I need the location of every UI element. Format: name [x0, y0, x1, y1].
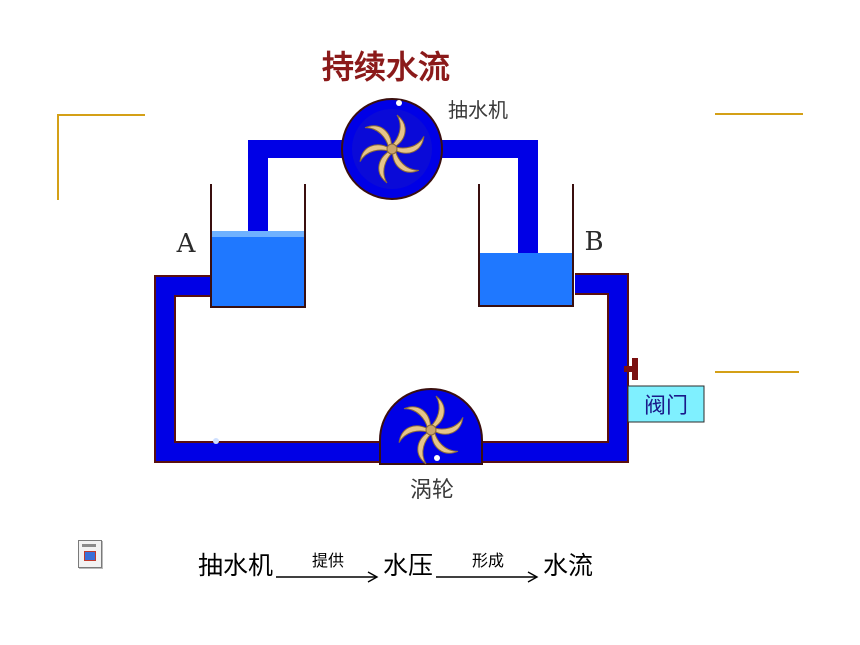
formula-arrow-form-label: 形成 [472, 551, 505, 570]
arrow-right-icon [276, 571, 379, 583]
tank-b-label: B [584, 227, 603, 257]
decor-line-top-right [715, 113, 803, 115]
formula-arrow-provide-label: 提供 [312, 551, 345, 570]
valve-label-box: 阀门 [627, 385, 705, 423]
formula-term-pressure: 水压 [383, 551, 434, 580]
turbine [379, 388, 483, 465]
pump-fan-icon [355, 114, 429, 184]
formula-term-pump: 抽水机 [198, 551, 274, 580]
decor-line-mid-right [715, 371, 799, 373]
arrow-right-icon [436, 571, 539, 583]
pump-label: 抽水机 [448, 98, 508, 122]
tank-a-label: A [176, 229, 197, 259]
valve-label: 阀门 [644, 394, 688, 419]
formula-term-flow: 水流 [543, 551, 594, 580]
turbine-label: 涡轮 [410, 478, 454, 503]
diagram-title: 持续水流 [322, 48, 450, 86]
decor-line-top-left-h [57, 114, 145, 116]
formula-arrow-provide: 提供 [275, 552, 381, 584]
formula-arrow-form: 形成 [435, 552, 541, 584]
valve-handle-icon [624, 358, 638, 380]
document-icon[interactable] [78, 540, 102, 568]
tank-b [478, 184, 574, 307]
pump [341, 98, 443, 200]
decor-line-top-left-v [57, 114, 59, 200]
tank-a [210, 184, 306, 308]
water-flow-diagram: 持续水流 A B 抽水机 涡轮 [154, 48, 705, 503]
formula-row: 抽水机 提供 水压 形成 水流 [198, 534, 593, 584]
water-bubble [213, 438, 219, 444]
turbine-fan-icon [394, 395, 468, 465]
